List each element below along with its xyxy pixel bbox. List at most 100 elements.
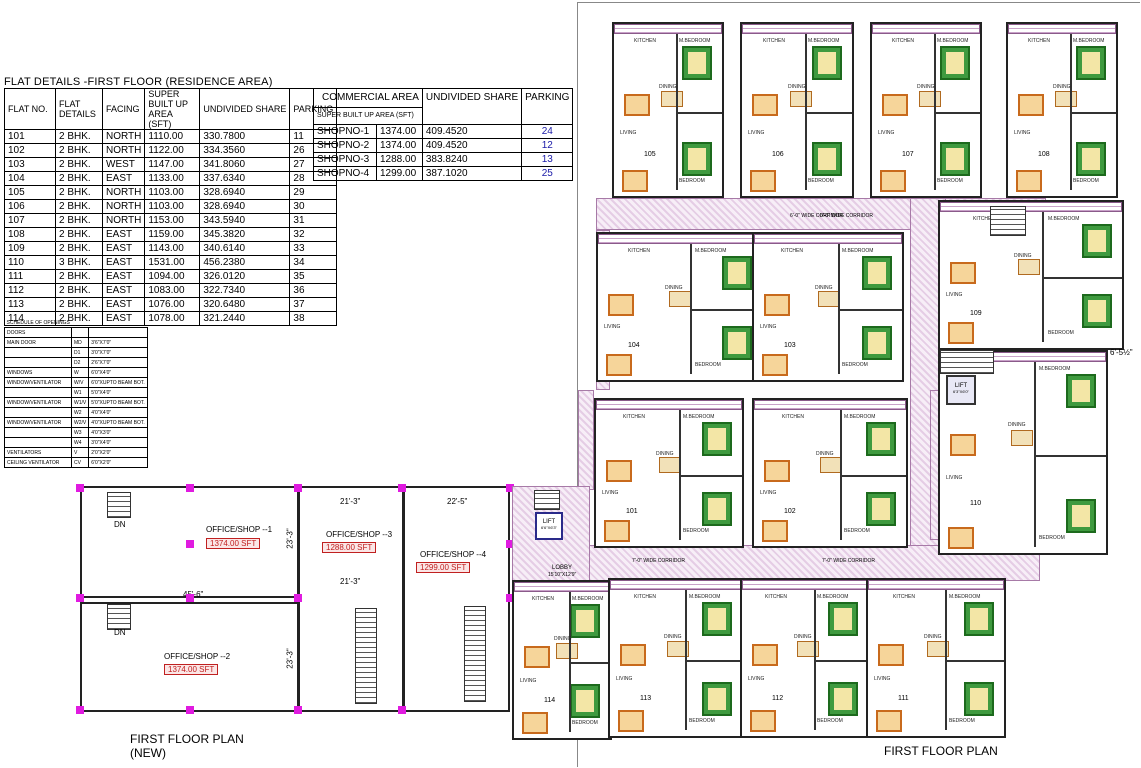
room-label: M.BEDROOM [1048,216,1080,222]
dining-table-icon [667,641,689,657]
flat-number: 104 [628,342,640,349]
room-label: M.BEDROOM [695,248,727,254]
commercial-header-row: COMMERCIAL AREA UNDIVIDED SHARE PARKING [313,88,574,125]
column-marker [186,540,194,548]
flat-cell: 1103.00 [144,199,201,214]
schedule-cell: DOORS [4,327,72,338]
room-label: M.BEDROOM [679,38,711,44]
schedule-cell [4,387,72,398]
schedule-cell: W1 [70,387,90,398]
corridor-label: 7'-0" WIDE CORRIDOR [632,558,686,564]
room-label: DINING [816,451,834,457]
room-label: BEDROOM [1073,178,1099,184]
bed-icon [828,602,858,636]
room-label: KITCHEN [532,596,554,602]
flat-number: 108 [1038,151,1050,158]
flat-cell: 107 [4,213,56,228]
schedule-cell [70,327,90,338]
room-label: LIVING [946,475,963,481]
room-label: LIVING [748,676,765,682]
schedule-cell: WINDOW/VENTILATOR [4,397,72,408]
interior-wall [1034,362,1036,547]
sofa-icon [948,322,974,344]
flat-cell: 2 BHK. [55,157,103,172]
right-plan-frame [577,2,1140,767]
utility-area [514,582,610,592]
schedule-row: DOORS [4,327,148,338]
flat-details-table: FLAT NO. FLAT DETAILS FACING SUPER BUILT… [4,88,338,326]
sofa-icon [1018,94,1044,116]
left-plan-subtitle: (NEW) [130,746,166,760]
bed-icon [702,422,732,456]
commercial-cell: 383.8240 [421,152,523,167]
schedule-cell: 6'0"X4'0" [88,367,148,378]
column-marker [186,484,194,492]
schedule-cell: 5'0"X4'0" [88,387,148,398]
commercial-cell: SHOPNO-2 [313,138,377,153]
column-marker [506,594,514,602]
room-label: DINING [665,285,683,291]
dining-table-icon [669,291,691,307]
schedule-cell: CV [70,457,90,468]
staircase [990,206,1026,236]
shop-area: 1374.00 SFT [164,664,219,675]
schedule-cell: W2/V [70,417,90,428]
column-marker [186,594,194,602]
room-label: M.BEDROOM [572,596,604,602]
interior-wall [1042,277,1122,279]
flat-cell: 341.8060 [199,157,291,172]
flat-details-header-row: FLAT NO. FLAT DETAILS FACING SUPER BUILT… [4,88,338,130]
flat-cell: 101 [4,129,56,144]
schedule-cell [4,437,72,448]
flat-cell: 1122.00 [144,143,201,158]
flat-cell: 1078.00 [144,311,201,326]
flat-number: 106 [772,151,784,158]
sofa-icon [752,94,778,116]
room-label: KITCHEN [893,594,915,600]
room-label: BEDROOM [844,528,870,534]
flat-number: 111 [898,695,909,702]
bed-icon [1066,374,1096,408]
flat-number: 113 [640,695,652,702]
flat-cell: EAST [101,227,146,242]
col-header: PARKING [521,88,574,125]
schedule-cell: 6'0"XUPTO BEAM BOT. [88,377,148,388]
lobby-lift: LIFT 6'6"X6'3" [535,512,563,540]
flat-cell: 106 [4,199,56,214]
schedule-cell: W/V [70,377,90,388]
interior-wall [690,309,762,311]
sofa-icon [764,294,790,316]
sofa-icon [606,460,632,482]
flat-cell: 334.3560 [199,143,291,158]
room-label: BEDROOM [695,362,721,368]
sofa-icon [950,262,976,284]
flat-cell: 1531.00 [144,255,201,270]
schedule-cell: MD [70,337,90,348]
utility-area [940,202,1122,212]
flat-cell: 35 [289,269,338,284]
dimension-label: 21'-3" [340,577,361,586]
bed-icon [866,492,896,526]
room-label: BEDROOM [683,528,709,534]
flat-number: 101 [626,508,638,515]
interior-wall [1034,455,1106,457]
room-label: KITCHEN [781,248,803,254]
interior-wall [569,662,610,664]
schedule-cell: W2 [70,407,90,418]
interior-wall [934,112,980,114]
flat-number: 114 [544,697,556,704]
room-label: KITCHEN [634,594,656,600]
shop-name: OFFICE/SHOP --4 [420,550,487,559]
flat-cell: 2 BHK. [55,129,103,144]
dining-table-icon [790,91,812,107]
column-marker [76,706,84,714]
